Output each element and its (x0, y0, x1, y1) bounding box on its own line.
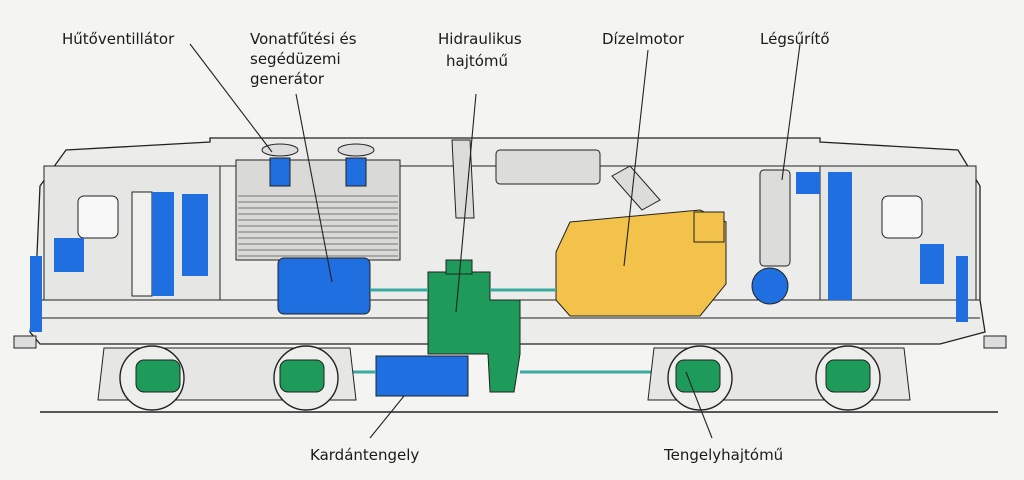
leader-hydraulic-transmission (455, 93, 477, 313)
left-cab-door (131, 191, 153, 297)
aux-panel-r4 (956, 256, 968, 322)
buffer-left (13, 335, 37, 349)
label-diesel-engine: Dízelmotor (602, 30, 685, 48)
label-cardan-shaft: Kardántengely (310, 446, 419, 464)
leader-diesel-engine (623, 49, 649, 267)
leader-axle-drive (685, 371, 713, 439)
right-cab-window (881, 195, 923, 239)
aux-panel-r1 (796, 172, 820, 194)
label-hydraulic-transmission-line1: Hidraulikus (438, 30, 522, 48)
cooling-fan-right-body (345, 157, 367, 187)
heating-generator-unit (277, 257, 371, 315)
hydraulic-transmission-unit (427, 271, 521, 393)
label-heating-generator-line1: Vonatfűtési és (250, 30, 357, 48)
aux-panel-l4 (182, 194, 208, 276)
cooling-fan-left (261, 143, 299, 157)
axle-drive-4 (825, 359, 871, 393)
axle-drive-2 (279, 359, 325, 393)
aux-panel-r3 (920, 244, 944, 284)
bogie-right (647, 345, 911, 411)
aux-panel-l1 (30, 256, 42, 332)
silencer (495, 149, 601, 185)
left-cab-window (77, 195, 119, 239)
diesel-engine-cylinder-head (693, 211, 725, 243)
axle-drive-1 (135, 359, 181, 393)
label-heating-generator: Vonatfűtési és segédüzemi generátor (250, 30, 361, 88)
exhaust-pipe (451, 139, 475, 219)
label-hydraulic-transmission: Hidraulikus hajtómű (438, 30, 527, 70)
air-compressor-housing (759, 169, 791, 267)
cooling-fan-left-body (269, 157, 291, 187)
leader-cooling-fan (189, 43, 273, 153)
buffer-right (983, 335, 1007, 349)
label-heating-generator-line3: generátor (250, 70, 325, 88)
label-cooling-fan: Hűtőventillátor (62, 30, 175, 48)
label-hydraulic-transmission-line2: hajtómű (446, 52, 508, 70)
aux-panel-l2 (54, 238, 84, 272)
label-air-compressor: Légsűrítő (760, 30, 830, 48)
leader-heating-generator (295, 93, 333, 283)
leader-cardan-shaft (369, 395, 405, 439)
label-heating-generator-line2: segédüzemi (250, 50, 341, 68)
label-axle-drive: Tengelyhajtómű (663, 446, 783, 464)
cardan-shaft-block (375, 355, 469, 397)
cooling-fan-right (337, 143, 375, 157)
aux-panel-r2 (828, 172, 852, 300)
radiator-grille (238, 195, 398, 257)
air-compressor-tank (751, 267, 789, 305)
axle-drive-3 (675, 359, 721, 393)
aux-panel-l3 (152, 192, 174, 296)
hydraulic-transmission-top (445, 259, 473, 275)
bogie-left (97, 345, 357, 411)
leader-air-compressor (781, 43, 801, 181)
